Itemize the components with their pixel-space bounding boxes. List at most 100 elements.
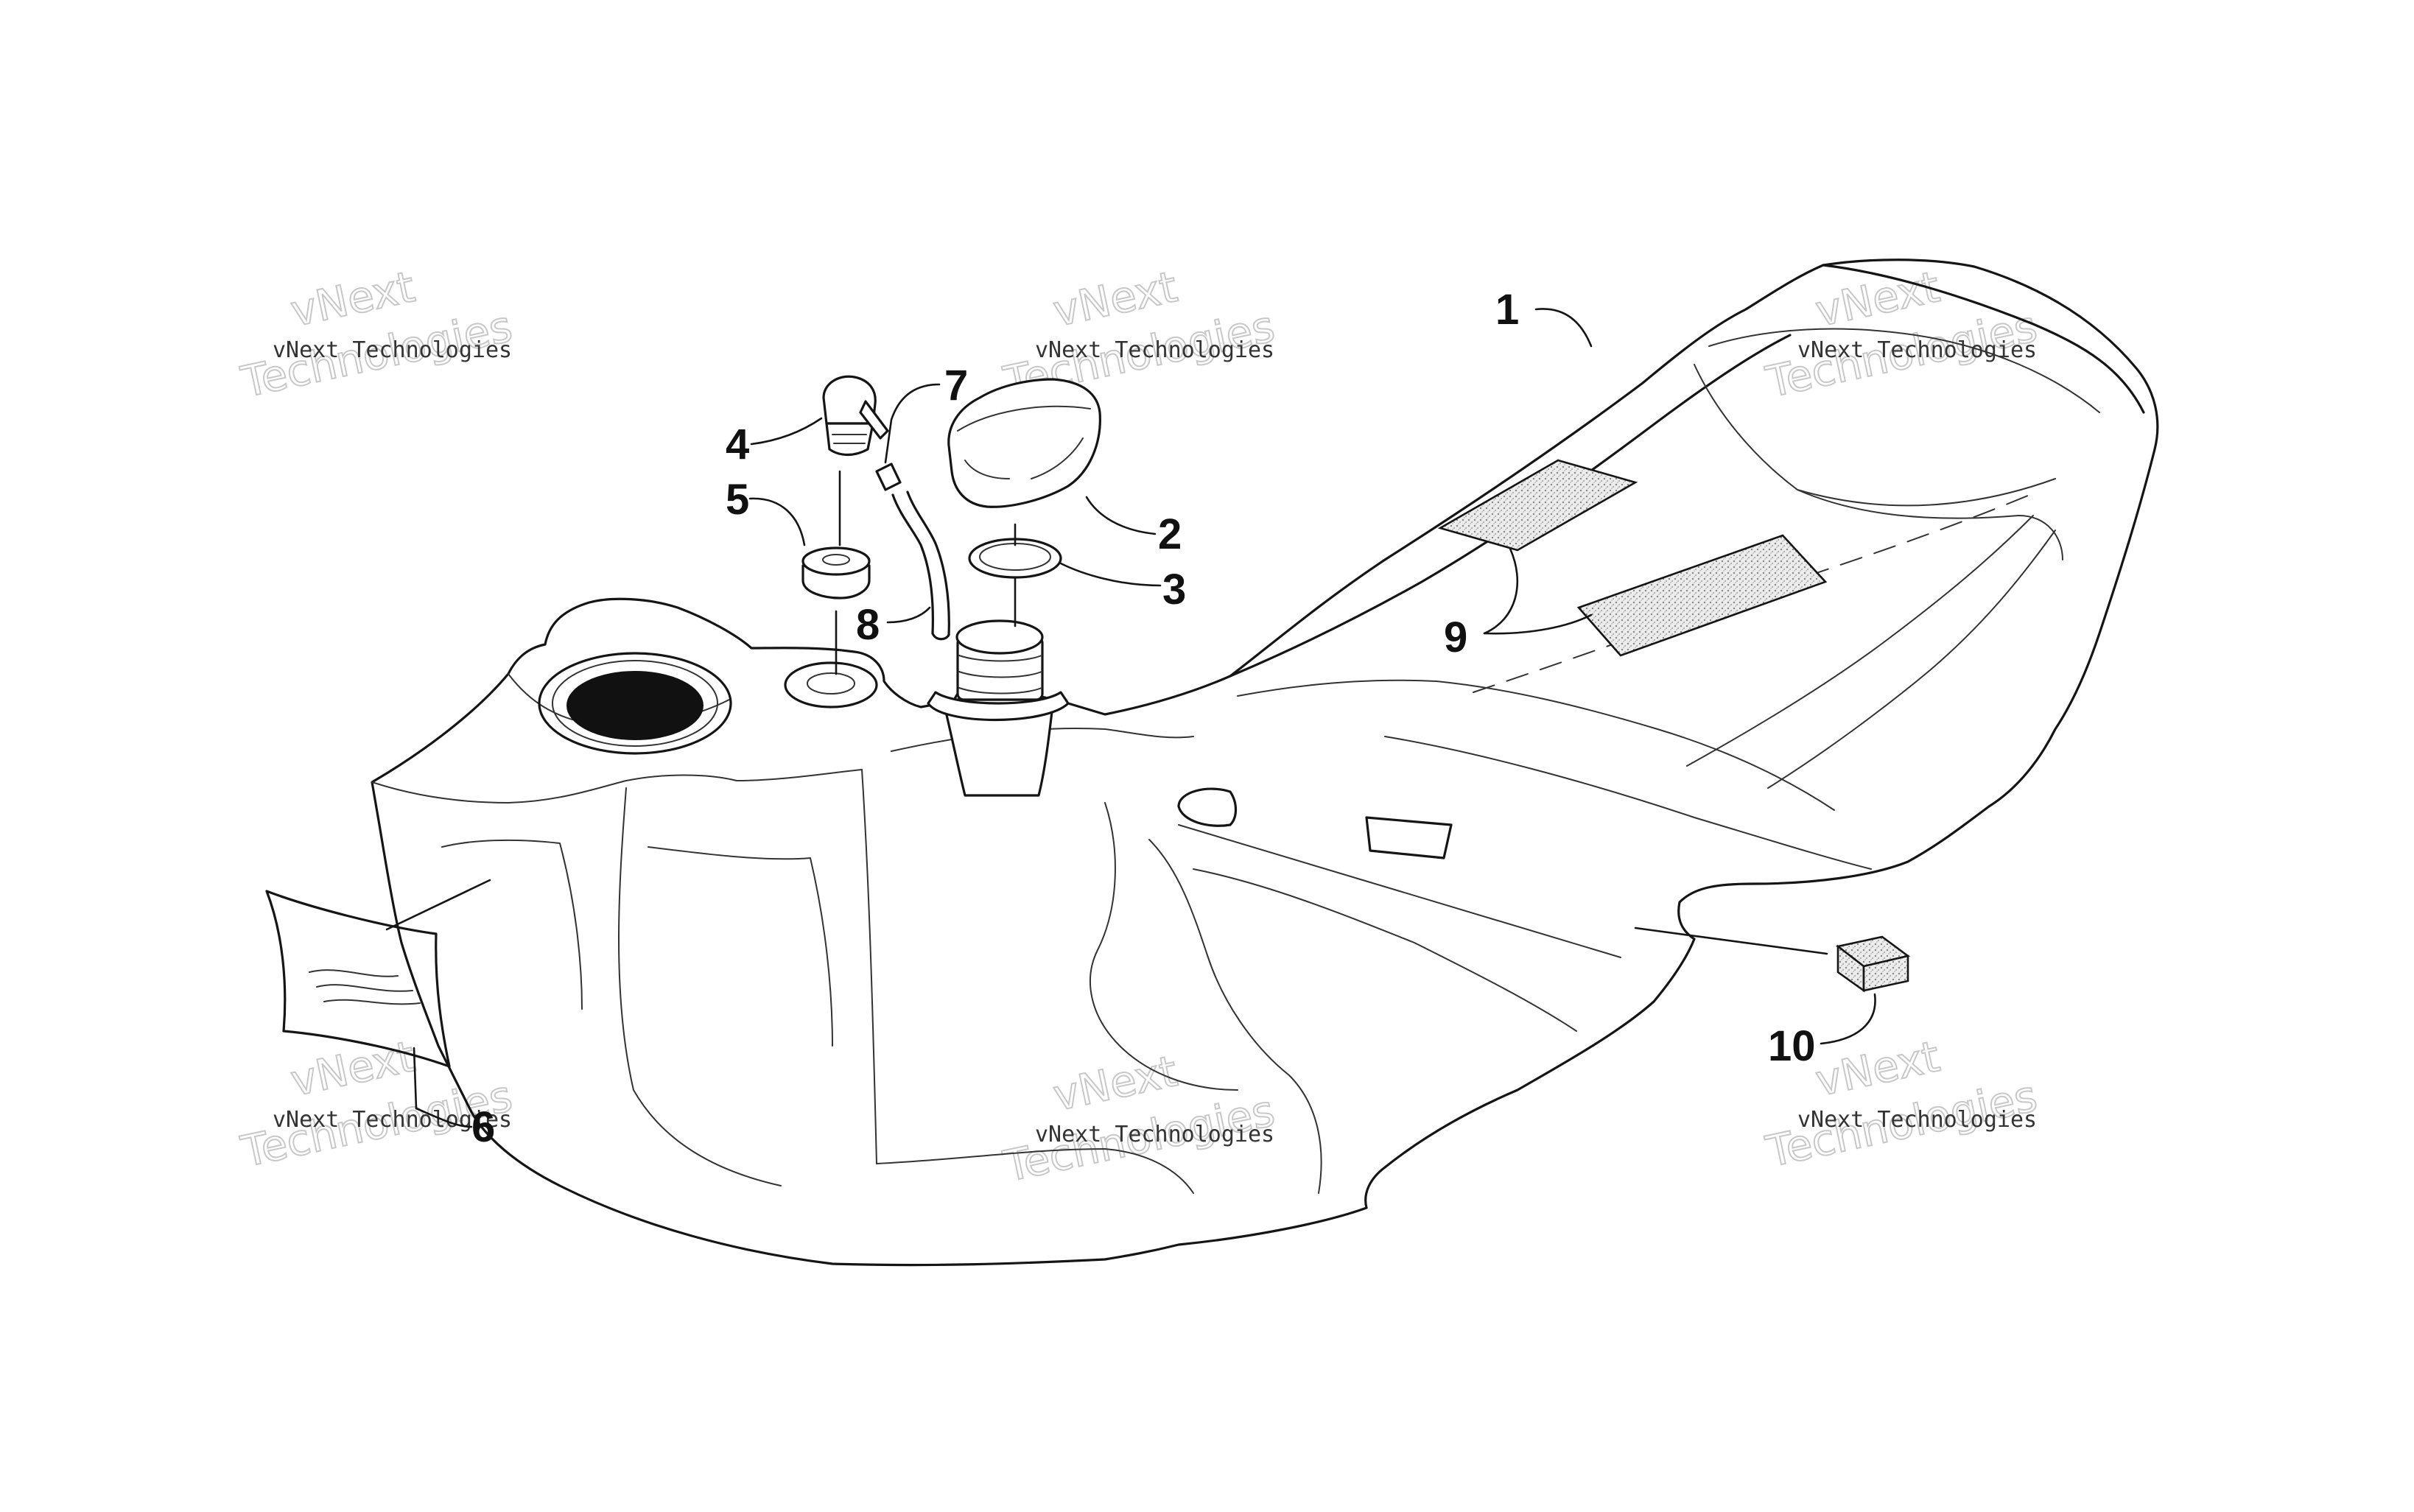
fuel-cap-grip-1 [964, 460, 1010, 479]
pump-opening-hole [566, 671, 704, 740]
valve-body [825, 422, 874, 457]
watermark-small-line: vNext Technologies [1035, 1122, 1274, 1147]
tank-rear-rib-1 [1708, 328, 2100, 413]
grommet-seat-inner [807, 672, 855, 695]
leader-2 [1085, 496, 1157, 535]
filler-thread-3 [958, 687, 1042, 695]
tank-rear-bottom-line [1384, 736, 1872, 870]
leader-5 [748, 497, 806, 546]
filler-neck-flange [927, 691, 1070, 722]
callout-2: 2 [1158, 510, 1182, 558]
fuel-cap-top [957, 405, 1091, 432]
foam-pad-upper [1437, 459, 1638, 552]
valve-nipple [859, 400, 889, 440]
grommet [801, 546, 871, 599]
tank-mid-panel-2 [1193, 868, 1577, 1032]
filler-neck-base [941, 698, 1055, 797]
callout-1: 1 [1495, 286, 1519, 334]
fuel-tank [371, 259, 2159, 1267]
fuel-tank-outline [371, 259, 2159, 1267]
leader-10-tank [1634, 926, 1828, 955]
tank-side-dashed [1473, 493, 2034, 693]
tank-front-panel-fold [618, 787, 782, 1186]
grommet-top [801, 546, 871, 576]
tank-rear-rib-2 [1694, 364, 2056, 507]
filler-thread-2 [958, 671, 1042, 678]
leader-4 [750, 417, 823, 446]
vent-hose-right [906, 490, 950, 636]
leader-8 [886, 606, 931, 624]
foam-block [1835, 935, 1911, 993]
tank-tunnel-edge [1090, 802, 1238, 1091]
tank-rear-rib-3 [1797, 489, 2063, 560]
fuel-cap-body [947, 378, 1101, 508]
leader-9-upper [1483, 547, 1519, 635]
callout-8: 8 [856, 601, 880, 649]
leader-6 [413, 1047, 473, 1128]
watermark-bottom-center: vNext Technologies vNext Technologies [998, 1045, 1280, 1192]
callout-4: 4 [726, 421, 749, 468]
vent-hose-end [931, 632, 950, 641]
tank-mid-panel [1178, 824, 1621, 958]
leader-6-sheet [385, 879, 491, 931]
tank-rear-section-edge [1822, 264, 2145, 414]
watermark-small-line: vNext Technologies [1797, 1107, 2037, 1133]
grommet-hole [822, 554, 850, 566]
callout-5: 5 [726, 476, 749, 524]
foam-pads [1437, 459, 1828, 657]
tank-mount-tab-right [1365, 816, 1453, 859]
tank-rear-channel-2 [1767, 530, 2056, 789]
watermark-small-line: vNext Technologies [1797, 337, 2037, 363]
pump-opening-ring [552, 660, 718, 747]
tank-upper-rim [891, 728, 1194, 752]
hose-clamp [875, 463, 902, 491]
filler-neck [927, 619, 1070, 797]
callout-7: 7 [944, 362, 968, 409]
tank-rear-channel [1686, 515, 2034, 767]
tank-front-side [861, 769, 877, 1164]
foam-pad-lower [1576, 534, 1828, 657]
label-sheet-outline [265, 890, 451, 1068]
callout-9: 9 [1444, 613, 1467, 661]
tank-front-ridge [371, 769, 863, 804]
leader-3 [1059, 562, 1162, 587]
valve-ribs [832, 434, 867, 444]
label-sheet-scribble-2 [316, 984, 413, 992]
tank-tunnel-inner [1148, 839, 1322, 1194]
watermark-top-left: vNext Technologies vNext Technologies [236, 261, 517, 408]
leader-10 [1820, 993, 1876, 1045]
filler-thread-1 [958, 655, 1042, 662]
leader-7 [884, 383, 941, 464]
tank-lower-belly [876, 1148, 1194, 1194]
label-sheet-scribble-1 [309, 969, 399, 977]
vent-hose-left [891, 493, 934, 635]
foam-block-side [1862, 954, 1909, 992]
pump-opening-rim [538, 652, 732, 755]
leader-9-lower [1483, 613, 1593, 635]
label-sheet-scribble-3 [323, 999, 421, 1005]
watermark-top-right: vNext Technologies vNext Technologies [1761, 261, 2042, 408]
tank-front-panel-left [441, 839, 583, 1010]
fuel-cap [947, 378, 1101, 508]
grommet-seat-outer [784, 661, 878, 708]
leader-1 [1534, 308, 1593, 348]
o-ring-inner [979, 543, 1051, 571]
rollover-valve [822, 375, 889, 457]
callout-numbers: 1 2 3 4 5 6 7 8 9 10 [471, 286, 1816, 1151]
callout-3: 3 [1162, 566, 1186, 613]
watermark-small-line: vNext Technologies [273, 337, 512, 363]
leader-lines [385, 308, 1876, 1128]
label-sheet [265, 890, 451, 1068]
tank-rear-ridge [1237, 679, 1835, 811]
tank-front-panel-mid [648, 846, 833, 1047]
callout-10: 10 [1768, 1022, 1816, 1070]
callout-6: 6 [471, 1103, 495, 1151]
fuel-cap-grip-2 [1031, 437, 1084, 479]
watermark-small-line: vNext Technologies [1035, 337, 1274, 363]
vent-hose [891, 490, 950, 641]
tank-mount-tab-left [1177, 787, 1238, 827]
hose-clamp-body [875, 463, 902, 491]
filler-neck-top [955, 619, 1044, 655]
